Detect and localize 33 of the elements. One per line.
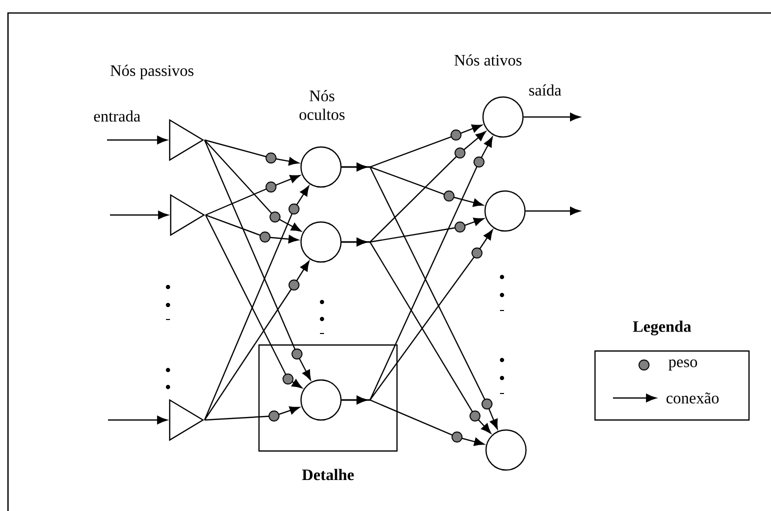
weighted-connection — [204, 406, 300, 422]
arrow — [524, 112, 580, 122]
arrow — [107, 136, 168, 144]
weighted-connection — [342, 238, 492, 434]
legend-title: Legenda — [632, 320, 692, 336]
weighted-connection — [204, 140, 302, 232]
neuron-circle — [300, 379, 342, 421]
weighted-connection — [342, 396, 484, 446]
weighted-connection — [342, 162, 498, 430]
weighted-connection — [205, 214, 302, 388]
neuron-circle — [300, 146, 342, 188]
neuron-circle — [484, 190, 526, 232]
neuron-circle — [300, 221, 342, 263]
arrow — [108, 416, 168, 424]
weighted-connection — [205, 174, 300, 216]
layer-label: entrada — [94, 110, 140, 122]
arrow — [110, 210, 168, 220]
weighted-connection — [204, 186, 310, 420]
weighted-connection — [204, 140, 311, 380]
legend-label: peso — [668, 360, 698, 370]
weighted-connection — [205, 214, 299, 244]
detail-box: Detalhe — [258, 344, 398, 480]
weighted-connection — [204, 139, 299, 166]
neuron-circle — [485, 429, 527, 471]
arrow — [526, 206, 580, 216]
node-label: Detalhe — [302, 468, 354, 480]
neuron-circle — [482, 96, 524, 138]
legend-label: conexão — [666, 392, 719, 404]
layer-label: saída — [529, 84, 562, 96]
weighted-connection — [204, 260, 310, 420]
layer-label: Nós ocultos — [300, 90, 345, 120]
layer-label: Nós ativos — [454, 54, 522, 66]
layer-label: Nós passivos — [110, 64, 194, 80]
